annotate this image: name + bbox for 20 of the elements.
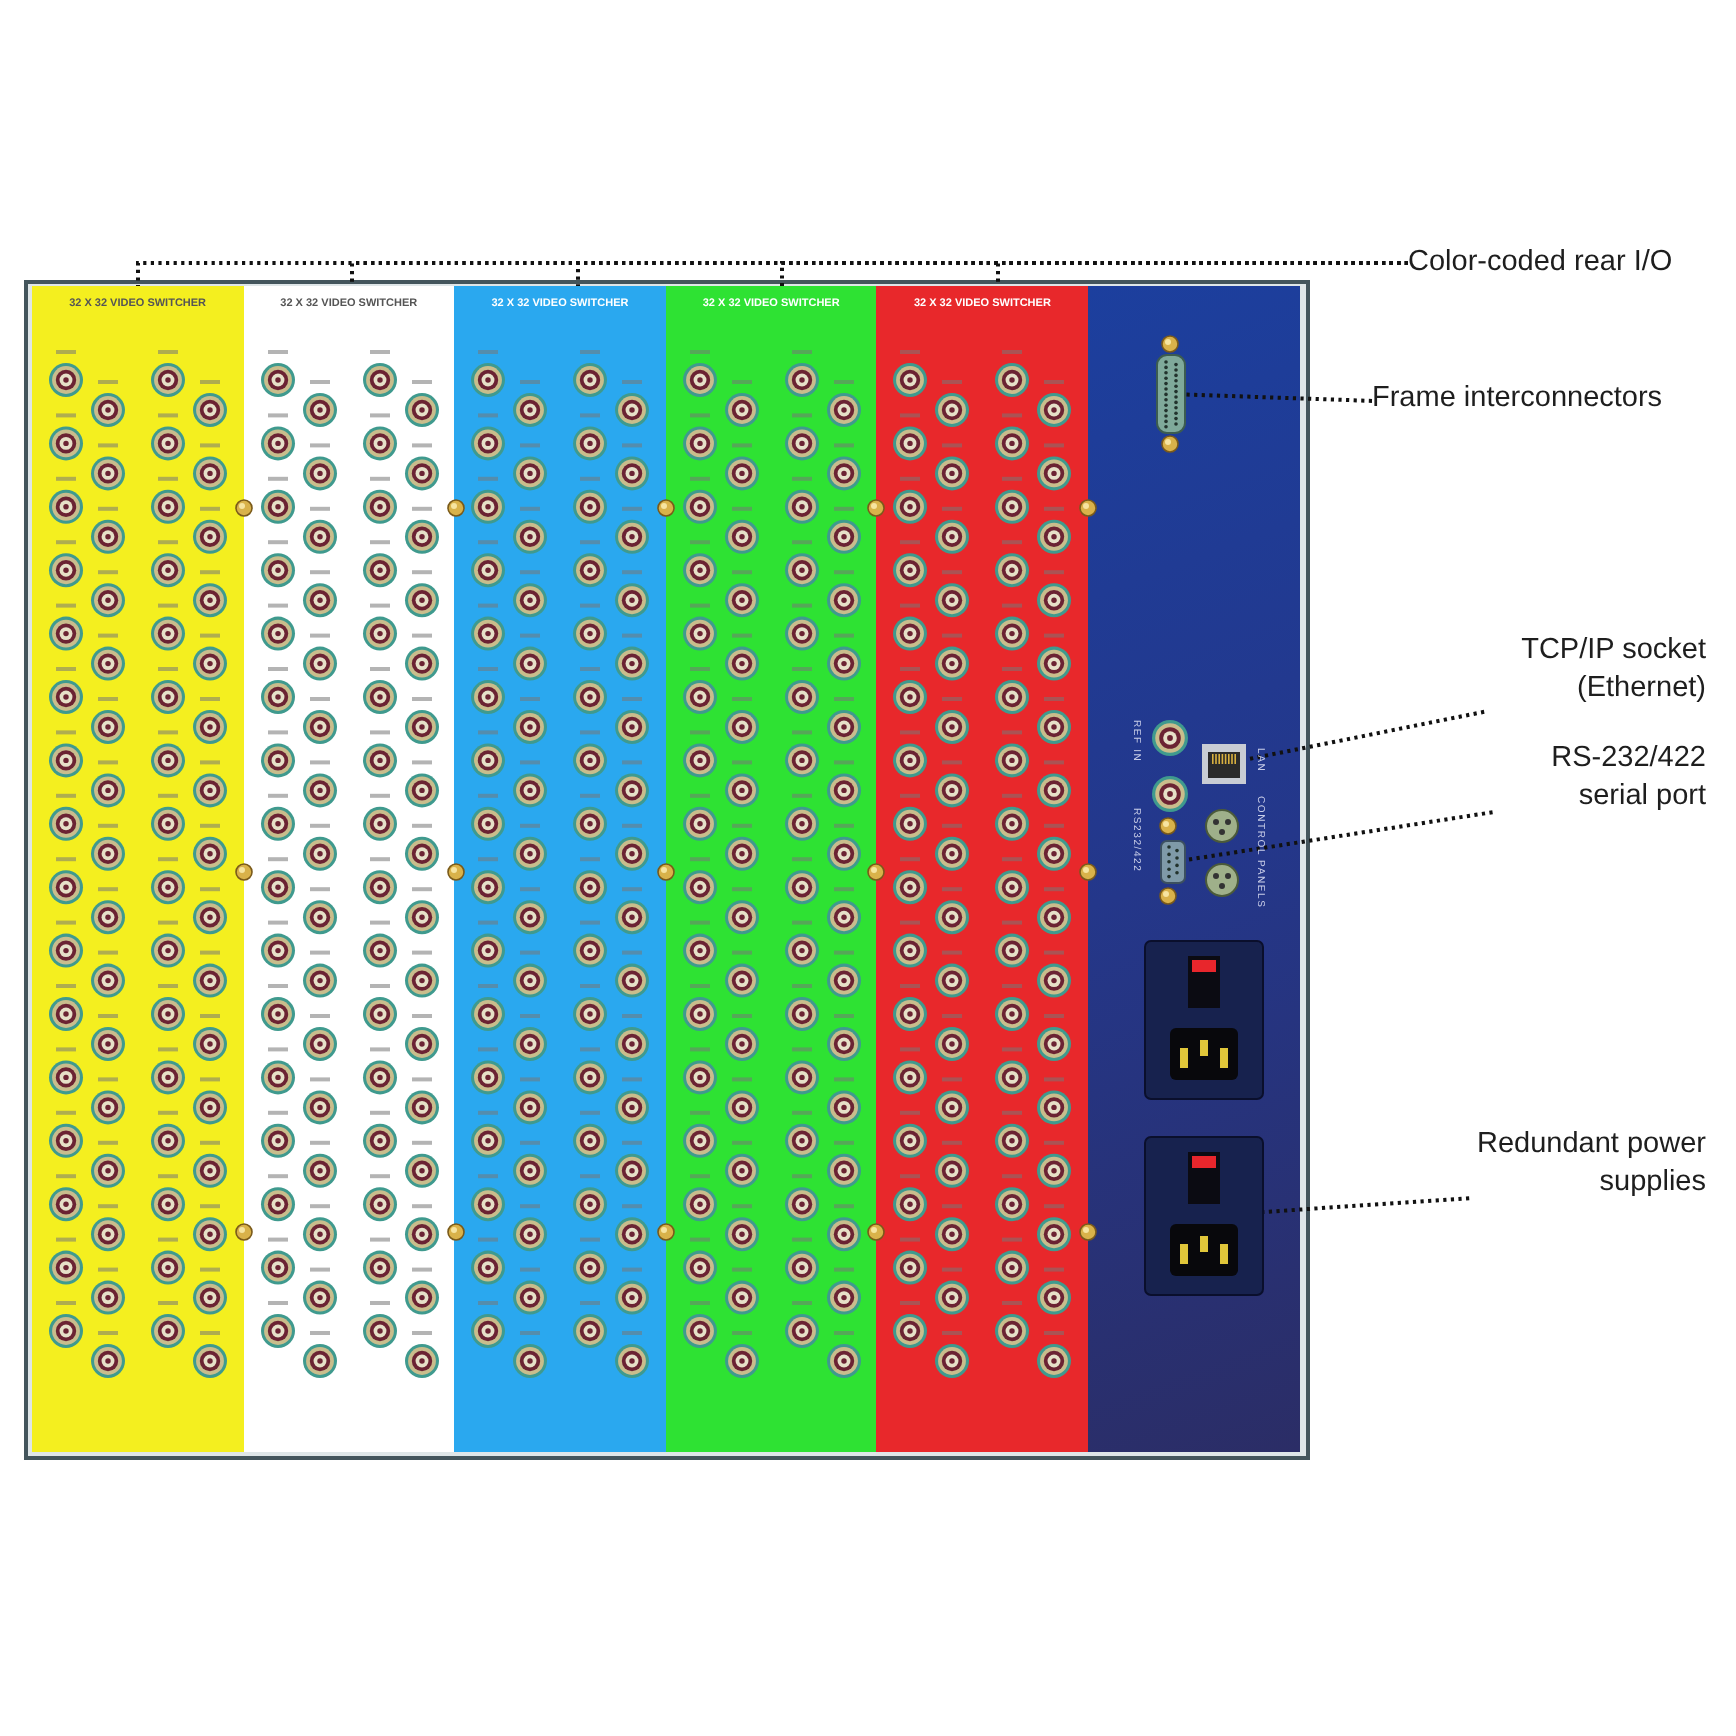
callout-text: Color-coded rear I/O (1408, 244, 1712, 282)
leader-line (996, 261, 1408, 286)
ethernet-port (1202, 744, 1246, 784)
callout-text: Frame interconnectors (1372, 380, 1716, 418)
switcher-module (876, 286, 1088, 1452)
switcher-module (243, 286, 455, 1452)
leader-line (1263, 1196, 1470, 1214)
power-supply-module (1144, 940, 1264, 1100)
leader-line (1185, 810, 1493, 862)
d-sub-connector (1156, 354, 1186, 434)
callout-text: TCP/IP socket (Ethernet) (1470, 632, 1706, 708)
leader-line (1185, 392, 1373, 403)
power-supply-module (1144, 1136, 1264, 1296)
callout-text: Redundant power supplies (1410, 1126, 1706, 1202)
switcher-module (454, 286, 666, 1452)
switcher-module (665, 286, 877, 1452)
leader-line (1245, 709, 1485, 762)
switcher-module (32, 286, 244, 1452)
callout-text: RS-232/422 serial port (1474, 740, 1706, 816)
serial-port (1160, 840, 1186, 884)
